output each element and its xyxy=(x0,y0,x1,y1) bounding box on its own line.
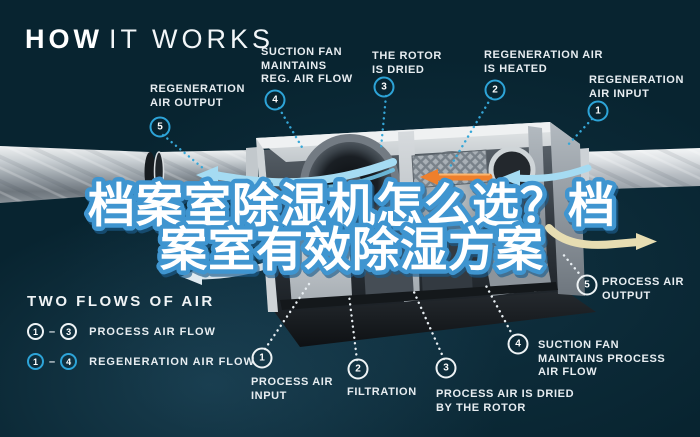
callout-number-badge: 2 xyxy=(347,358,369,380)
callout-number-badge: 5 xyxy=(576,274,598,296)
legend-number-badge: 1 xyxy=(27,323,44,340)
process-leader-lines xyxy=(263,251,584,362)
legend-range-dash: – xyxy=(49,325,56,338)
legend-range-dash: – xyxy=(49,355,56,368)
callout-label: REGENERATION AIR OUTPUT xyxy=(150,83,246,109)
regeneration-flow-arrow-right xyxy=(500,164,592,186)
legend-number-badge: 3 xyxy=(60,323,78,340)
right-duct xyxy=(576,148,700,194)
process-input-arrow xyxy=(181,255,288,285)
callout-label: PROCESS AIR OUTPUT xyxy=(602,276,684,302)
page-title-bold: HOW xyxy=(25,24,103,54)
callout-label: FILTRATION xyxy=(347,386,417,398)
legend-number-badge: 1 xyxy=(27,353,44,370)
page-title-light: IT WORKS xyxy=(108,24,274,54)
callout-label: SUCTION FAN MAINTAINS PROCESS AIR FLOW xyxy=(538,339,666,378)
callout-number-badge: 3 xyxy=(435,357,457,379)
process-output-arrow xyxy=(545,224,657,250)
callout-number-badge: 4 xyxy=(264,89,286,111)
legend-label: REGENERATION AIR FLOW xyxy=(89,355,255,368)
callout-number-badge: 3 xyxy=(373,76,395,98)
callout-label: REGENERATION AIR INPUT xyxy=(589,74,685,100)
callout-label: THE ROTOR IS DRIED xyxy=(372,50,442,76)
callout-number-badge: 5 xyxy=(149,116,171,138)
heater-arrow xyxy=(420,169,493,185)
callout-number-badge: 2 xyxy=(484,79,506,101)
legend-heading: TWO FLOWS OF AIR xyxy=(27,293,215,310)
left-duct xyxy=(0,146,258,203)
callout-label: PROCESS AIR IS DRIED BY THE ROTOR xyxy=(436,388,575,414)
legend-label: PROCESS AIR FLOW xyxy=(89,325,216,338)
callout-number-badge: 1 xyxy=(251,347,273,369)
callout-label: SUCTION FAN MAINTAINS REG. AIR FLOW xyxy=(261,46,353,85)
legend-row-process-air-flow: 1 – 3 PROCESS AIR FLOW xyxy=(27,323,255,340)
legend: TWO FLOWS OF AIR 1 – 3 PROCESS AIR FLOW … xyxy=(27,293,255,383)
legend-row-regeneration-air-flow: 1 – 4 REGENERATION AIR FLOW xyxy=(27,353,255,370)
callout-number-badge: 1 xyxy=(587,100,609,122)
regeneration-leader-lines xyxy=(161,94,594,171)
regeneration-flow-arrow-left xyxy=(196,158,397,191)
legend-number-badge: 4 xyxy=(60,353,78,370)
callout-label: PROCESS AIR INPUT xyxy=(251,376,333,402)
callout-number-badge: 4 xyxy=(507,333,529,355)
machine-body xyxy=(256,122,585,312)
callout-label: REGENERATION AIR IS HEATED xyxy=(484,49,603,75)
